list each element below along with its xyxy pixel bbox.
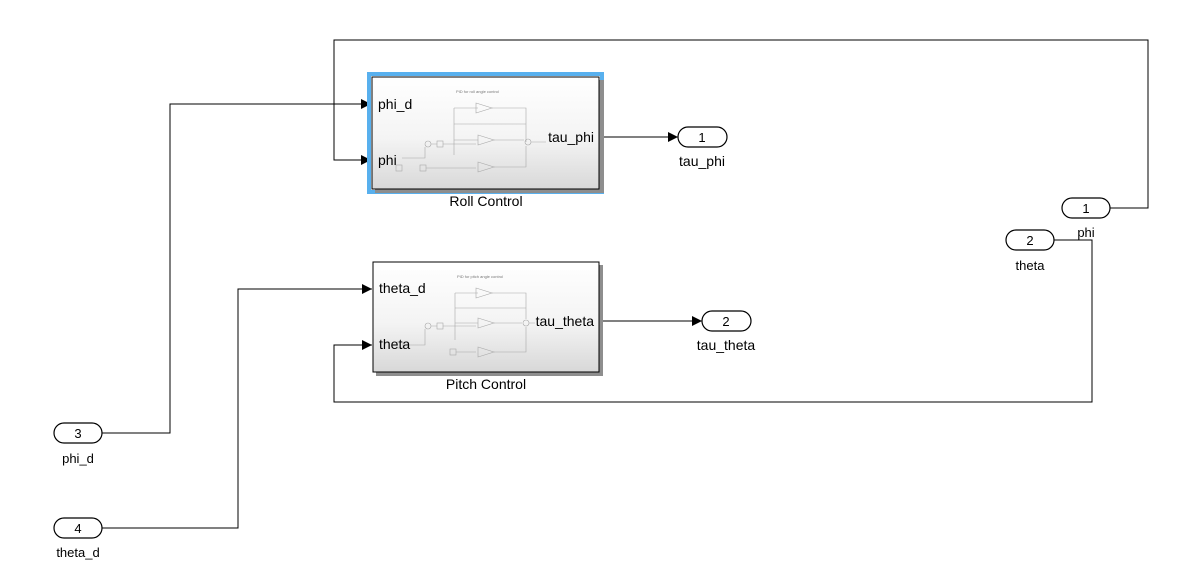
roll-control-body[interactable] [371, 76, 600, 190]
inport-theta[interactable]: 2 theta [1005, 229, 1055, 273]
wire-thetad-to-pitch[interactable] [102, 284, 372, 529]
roll-control-block[interactable]: PID for roll angle control phi_d phi tau… [367, 72, 604, 209]
pitch-block-description: PID for pitch angle control [457, 274, 503, 279]
inport-theta-d[interactable]: 4 theta_d [53, 517, 103, 560]
inport-number: 3 [74, 426, 81, 441]
outport-name: tau_phi [679, 153, 725, 169]
roll-output-label: tau_phi [548, 129, 594, 145]
pitch-control-block[interactable]: PID for pitch angle control theta_d thet… [372, 261, 603, 392]
signal-lines [102, 39, 1149, 529]
inport-number: 2 [1026, 233, 1033, 248]
roll-input-phi-label: phi [378, 152, 397, 168]
wire-phi-to-roll[interactable] [333, 39, 1149, 209]
outport-number: 1 [698, 130, 705, 145]
inport-number: 4 [74, 521, 81, 536]
inport-phi[interactable]: 1 phi [1061, 197, 1111, 240]
wire-theta-to-pitch[interactable] [333, 239, 1093, 403]
inport-name: theta [1016, 258, 1046, 273]
outport-number: 2 [722, 314, 729, 329]
outport-tau-phi[interactable]: 1 tau_phi [677, 126, 728, 169]
inport-phi-d[interactable]: 3 phi_d [53, 422, 103, 466]
outport-tau-theta[interactable]: 2 tau_theta [697, 310, 756, 353]
outport-name: tau_theta [697, 337, 756, 353]
roll-block-description: PID for roll angle control [456, 89, 499, 94]
pitch-internal-preview: PID for pitch angle control [396, 274, 535, 358]
roll-internal-preview: PID for roll angle control [395, 89, 546, 173]
pitch-input-theta-d-label: theta_d [379, 280, 426, 296]
pitch-input-theta-label: theta [379, 336, 410, 352]
inport-name: phi_d [62, 451, 94, 466]
pitch-control-body[interactable] [372, 261, 600, 373]
roll-control-name[interactable]: Roll Control [449, 193, 522, 209]
pitch-control-name[interactable]: Pitch Control [446, 376, 526, 392]
inport-name: theta_d [56, 545, 99, 560]
inport-name: phi [1077, 225, 1094, 240]
wire-phid-to-roll[interactable] [102, 99, 371, 434]
inport-number: 1 [1082, 201, 1089, 216]
roll-input-phi-d-label: phi_d [378, 96, 412, 112]
pitch-output-label: tau_theta [536, 313, 595, 329]
